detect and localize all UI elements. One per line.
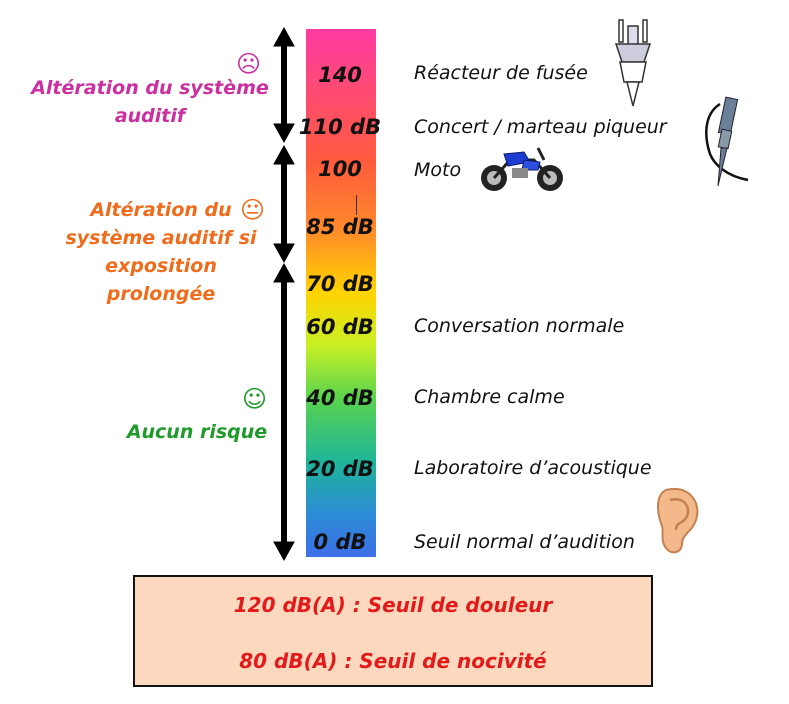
- source-quiet-room: Chambre calme: [414, 386, 565, 408]
- scale-tick: [356, 195, 357, 215]
- level-label-40: 40 dB: [306, 386, 374, 410]
- source-concert: Concert / marteau piqueur: [414, 116, 667, 138]
- smile-face-icon: ☺: [242, 385, 268, 413]
- arrow-none-head-up: [273, 262, 295, 283]
- arrow-high-head-down: [273, 123, 295, 144]
- level-label-70: 70 dB: [306, 272, 374, 296]
- arrow-medium-head-down: [273, 243, 295, 264]
- harm-threshold: 80 dB(A) : Seuil de nocivité: [239, 649, 547, 673]
- decibel-gradient-bar: [306, 29, 376, 557]
- range-arrows: [273, 26, 295, 562]
- level-label-100: 100: [318, 157, 362, 181]
- ear-icon: [657, 487, 699, 554]
- risk-label-medium: Altération du système auditif si exposit…: [65, 199, 257, 305]
- level-label-60: 60 dB: [306, 315, 374, 339]
- level-label-140: 140: [318, 63, 362, 87]
- jackhammer-icon: [705, 96, 749, 187]
- arrow-medium-head-up: [273, 144, 295, 165]
- source-hearing-threshold: Seuil normal d’audition: [414, 531, 635, 553]
- risk-label-none: Aucun risque: [126, 421, 268, 443]
- level-label-110: 110 dB: [298, 115, 382, 139]
- arrow-none-head-down: [273, 541, 295, 562]
- level-label-0: 0 dB: [313, 530, 367, 554]
- pain-threshold: 120 dB(A) : Seuil de douleur: [233, 593, 553, 617]
- source-rocket: Réacteur de fusée: [414, 62, 588, 84]
- motorcycle-icon: [481, 147, 563, 191]
- arrow-high-head-up: [273, 26, 295, 47]
- rocket-icon: [614, 19, 652, 107]
- source-moto: Moto: [414, 159, 462, 181]
- source-conversation: Conversation normale: [414, 315, 625, 337]
- risk-label-high: Altération du système auditif: [31, 77, 269, 127]
- level-label-20: 20 dB: [306, 457, 374, 481]
- threshold-box: [133, 575, 653, 687]
- source-acoustic-lab: Laboratoire d’acoustique: [414, 457, 652, 479]
- level-label-85: 85 dB: [306, 215, 374, 239]
- neutral-face-icon: 😐: [240, 196, 266, 224]
- sad-face-icon: ☹: [236, 50, 262, 78]
